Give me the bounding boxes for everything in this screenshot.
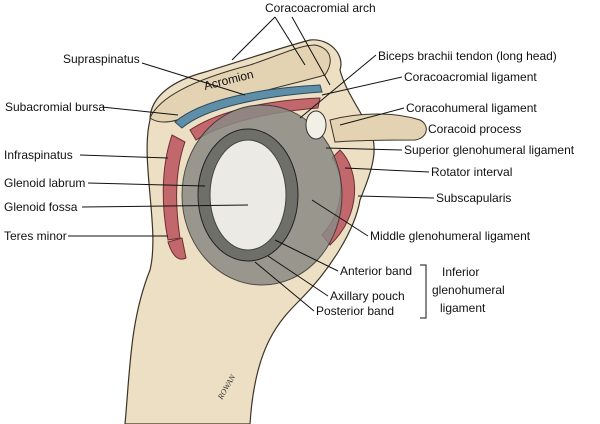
- label-posterior-band: Posterior band: [316, 304, 394, 318]
- label-coracoid-process: Coracoid process: [428, 122, 521, 136]
- label-axillary-pouch: Axillary pouch: [330, 289, 405, 303]
- label-coracoacromial-arch: Coracoacromial arch: [265, 1, 376, 15]
- teres-minor-muscle: [167, 237, 187, 260]
- label-teres-minor: Teres minor: [4, 229, 67, 243]
- label-inferior-gh-line3: ligament: [440, 301, 486, 315]
- label-inferior-gh-line1: Inferior: [442, 265, 479, 279]
- coracoid-process: [329, 113, 427, 143]
- label-superior-glenohumeral-ligament: Superior glenohumeral ligament: [404, 143, 575, 157]
- label-rotator-interval: Rotator interval: [431, 165, 512, 179]
- label-infraspinatus: Infraspinatus: [4, 148, 73, 162]
- label-biceps-tendon: Biceps brachii tendon (long head): [378, 49, 557, 63]
- leader-lines: [68, 16, 435, 319]
- label-glenoid-fossa: Glenoid fossa: [4, 200, 78, 214]
- label-coracohumeral-ligament: Coracohumeral ligament: [406, 101, 537, 115]
- label-middle-glenohumeral-ligament: Middle glenohumeral ligament: [370, 229, 531, 243]
- label-anterior-band: Anterior band: [340, 264, 412, 278]
- label-subacromial-bursa: Subacromial bursa: [5, 100, 105, 114]
- label-supraspinatus: Supraspinatus: [63, 52, 140, 66]
- glenoid-fossa: [209, 139, 287, 251]
- biceps-tendon: [305, 110, 327, 140]
- label-subscapularis: Subscapularis: [436, 191, 511, 205]
- label-inferior-gh-line2: glenohumeral: [432, 283, 505, 297]
- label-glenoid-labrum: Glenoid labrum: [4, 176, 85, 190]
- label-coracoacromial-ligament: Coracoacromial ligament: [404, 70, 537, 84]
- infraspinatus-muscle: [162, 134, 186, 241]
- subacromial-bursa: [174, 84, 323, 129]
